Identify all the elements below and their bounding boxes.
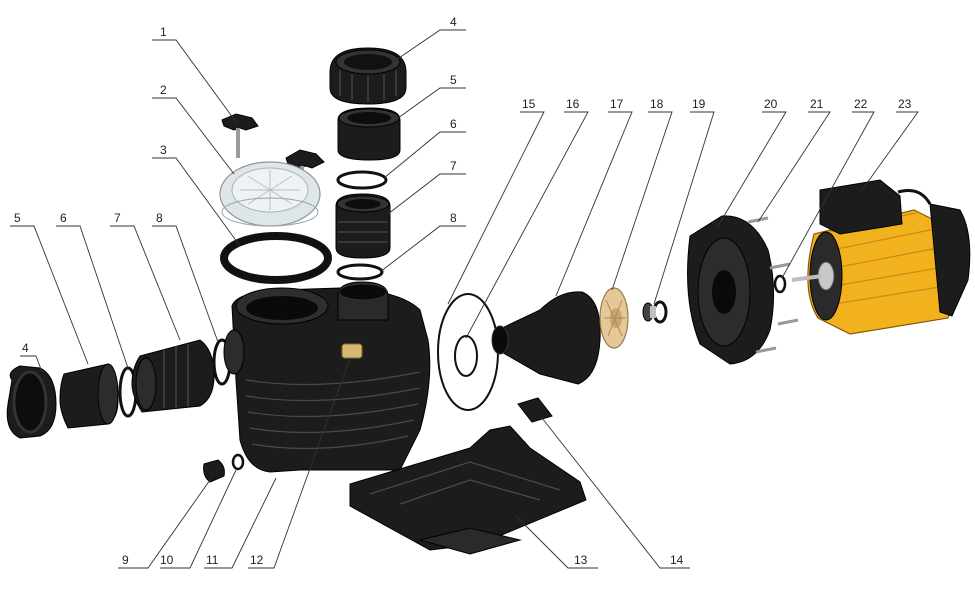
part-oring-8-top bbox=[336, 263, 384, 281]
callout-6: 6 bbox=[450, 117, 457, 131]
callout-18: 18 bbox=[650, 97, 664, 111]
part-pump-housing bbox=[223, 281, 431, 473]
callout-4: 4 bbox=[450, 15, 457, 29]
part-threaded-adapter-left bbox=[131, 339, 215, 413]
part-mech-seal bbox=[642, 300, 668, 324]
part-base-plate bbox=[349, 425, 587, 555]
callout-22: 22 bbox=[854, 97, 868, 111]
callout-8-left: 8 bbox=[156, 211, 163, 225]
part-shaft-oring bbox=[773, 274, 787, 294]
callout-14: 14 bbox=[670, 553, 684, 567]
part-brass-plug bbox=[341, 343, 363, 359]
callout-2: 2 bbox=[160, 83, 167, 97]
callout-23: 23 bbox=[898, 97, 912, 111]
callout-20: 20 bbox=[764, 97, 778, 111]
callout-12: 12 bbox=[250, 553, 264, 567]
callout-9: 9 bbox=[122, 553, 129, 567]
part-electric-motor bbox=[791, 179, 971, 335]
callout-13: 13 bbox=[574, 553, 588, 567]
callout-6-left: 6 bbox=[60, 211, 67, 225]
callout-1: 1 bbox=[160, 25, 167, 39]
part-union-nut-left bbox=[6, 365, 57, 439]
leader-lines bbox=[10, 29, 919, 569]
part-oring-small bbox=[454, 335, 478, 377]
part-oring-top bbox=[336, 170, 388, 190]
part-rubber-foot bbox=[517, 397, 553, 423]
callout-8: 8 bbox=[450, 211, 457, 225]
callout-7-left: 7 bbox=[114, 211, 121, 225]
callout-19: 19 bbox=[692, 97, 706, 111]
callout-21: 21 bbox=[810, 97, 824, 111]
callout-3: 3 bbox=[160, 143, 167, 157]
callout-16: 16 bbox=[566, 97, 580, 111]
part-clear-lid bbox=[219, 161, 321, 227]
part-union-nut-top bbox=[329, 47, 407, 105]
callout-4-left: 4 bbox=[22, 341, 29, 355]
part-drain-oring bbox=[231, 453, 245, 471]
part-impeller bbox=[599, 287, 629, 349]
callout-labels: 1 2 3 4 5 6 7 8 5 6 7 8 4 9 10 11 12 13 … bbox=[14, 15, 912, 567]
part-drain-plug bbox=[203, 459, 225, 483]
part-lid-oring bbox=[220, 232, 332, 284]
callout-17: 17 bbox=[610, 97, 624, 111]
callout-15: 15 bbox=[522, 97, 536, 111]
callout-10: 10 bbox=[160, 553, 174, 567]
part-diffuser bbox=[491, 291, 601, 385]
part-threaded-adapter-top bbox=[335, 193, 391, 259]
part-seal-plate bbox=[687, 215, 775, 365]
part-union-tail-left bbox=[59, 363, 119, 429]
callout-5: 5 bbox=[450, 73, 457, 87]
callout-7: 7 bbox=[450, 159, 457, 173]
callout-5-left: 5 bbox=[14, 211, 21, 225]
part-gasket-large bbox=[437, 293, 499, 411]
part-bolts bbox=[747, 216, 799, 354]
part-union-tail-top bbox=[337, 107, 401, 161]
callout-11: 11 bbox=[206, 553, 219, 567]
